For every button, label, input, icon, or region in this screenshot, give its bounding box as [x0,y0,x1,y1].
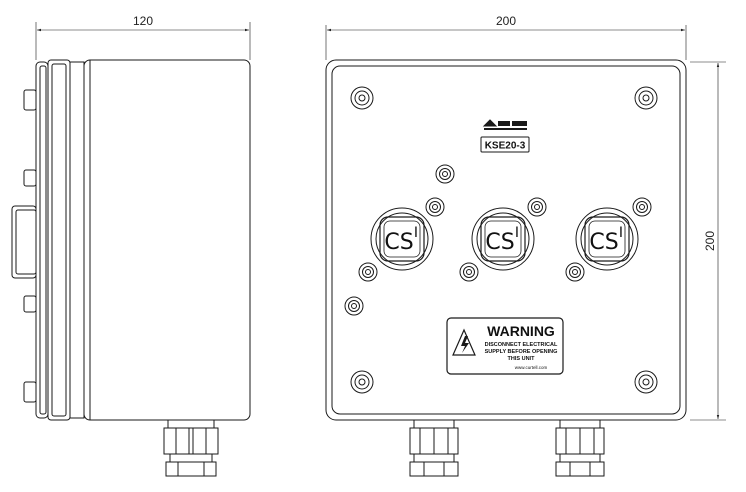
isolator-switch-3[interactable]: CS I [575,207,639,271]
warning-label: WARNING DISCONNECT ELECTRICAL SUPPLY BEF… [446,317,564,375]
warning-url: www.curtell.com [515,365,548,370]
switch-sublabel: I [619,225,623,241]
isolator-switch-1[interactable]: CS I [370,207,434,271]
warning-line2: SUPPLY BEFORE OPENING [485,349,558,355]
warning-line1: DISCONNECT ELECTRICAL [485,342,558,348]
logo-plate [480,119,530,153]
mounting-screws [344,164,652,316]
model-label: KSE20-3 [485,141,526,152]
side-cable-gland [163,419,219,477]
front-width-dimension [325,25,687,60]
corner-screws [350,86,658,394]
switch-sublabel: I [414,225,418,241]
switch-label: CS [485,230,514,255]
front-cable-gland-right [555,419,605,477]
side-width-label: 120 [133,14,153,28]
switch-sublabel: I [515,225,519,241]
side-view [11,22,251,477]
front-panel [325,59,687,421]
lightning-bolt-icon [461,336,469,353]
front-width-label: 200 [496,14,516,28]
front-height-dimension [690,61,726,421]
switch-label: CS [589,230,618,255]
front-view [325,25,726,477]
front-cable-gland-left [409,419,459,477]
switch-label: CS [384,230,413,255]
front-height-label: 200 [703,231,717,251]
hazard-triangle-icon [452,328,476,356]
side-width-dimension [35,22,251,60]
isolator-switch-2[interactable]: CS I [471,207,535,271]
warning-title: WARNING [487,323,555,339]
warning-line3: THIS UNIT [508,356,536,362]
